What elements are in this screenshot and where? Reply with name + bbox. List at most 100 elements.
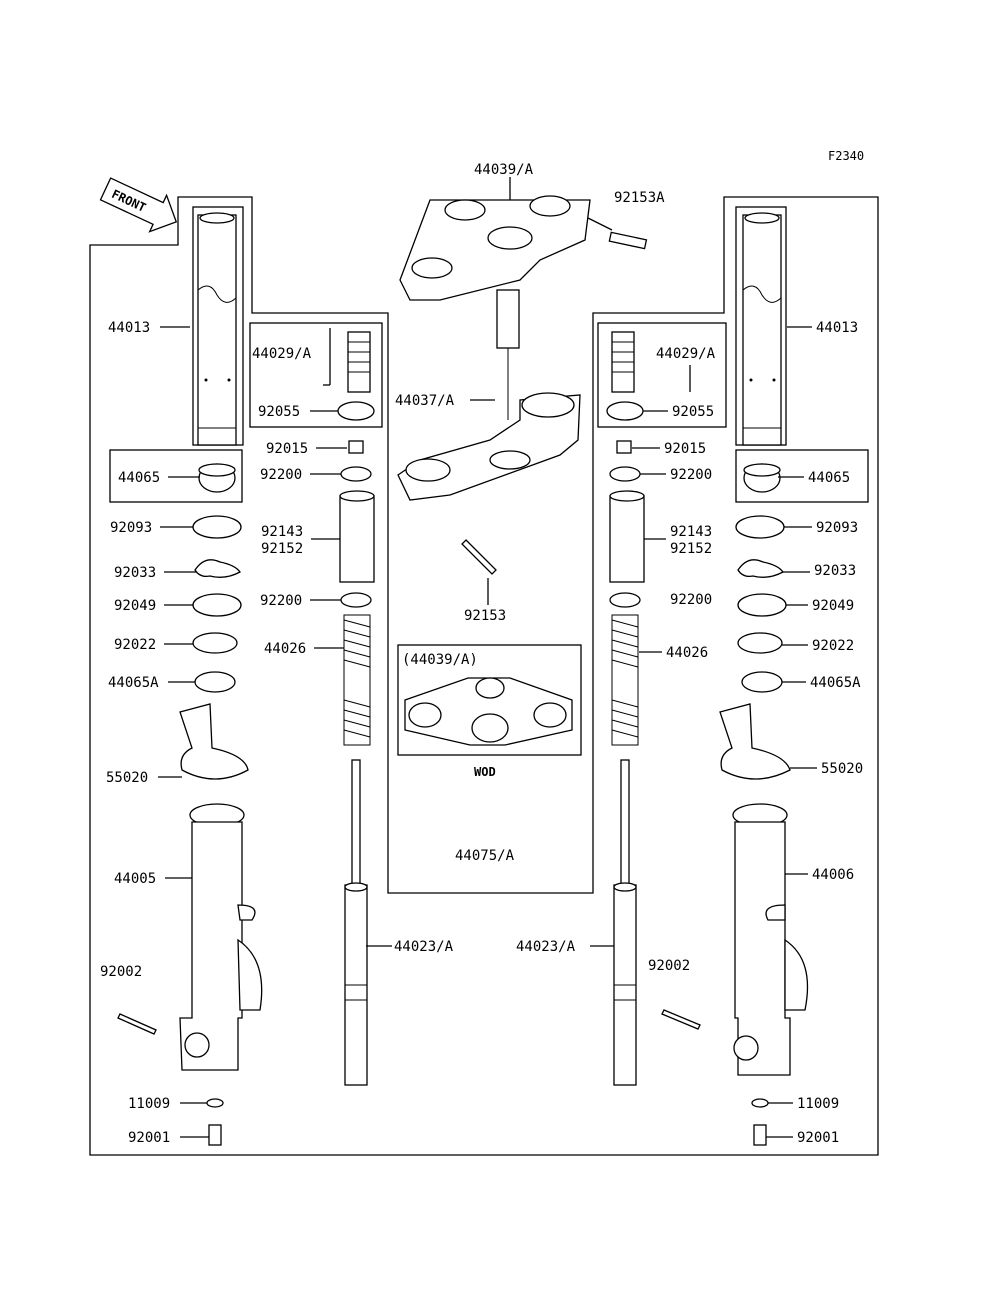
- label-left-92200b: 92200: [260, 593, 302, 609]
- left-washer-92049: [192, 593, 242, 617]
- front-arrow-icon: FRONT: [99, 177, 178, 233]
- left-clip-92033: [194, 559, 241, 578]
- left-cap-bolt: [347, 331, 371, 393]
- left-outer-tube: [179, 803, 263, 1071]
- label-right-92001: 92001: [797, 1130, 839, 1146]
- right-washer-92200b: [609, 592, 641, 608]
- label-44037: 44037/A: [395, 393, 455, 409]
- label-right-92055: 92055: [672, 404, 714, 420]
- left-washer-92200b: [340, 592, 372, 608]
- label-left-92015: 92015: [266, 441, 308, 457]
- label-right-44065: 44065: [808, 470, 850, 486]
- label-right-92022: 92022: [812, 638, 854, 654]
- right-inner-tube: [742, 212, 782, 446]
- right-nut-92015: [616, 440, 632, 454]
- left-washer-92200a: [340, 466, 372, 482]
- outer-frame: [89, 196, 879, 1156]
- right-bolt-92001: [753, 1124, 767, 1146]
- label-92153: 92153: [464, 608, 506, 624]
- leader-lines: [158, 177, 817, 1138]
- label-right-92200b: 92200: [670, 592, 712, 608]
- inset-caption: WOD: [474, 765, 496, 779]
- left-bolt-92002: [117, 1013, 157, 1035]
- left-44029-box: [249, 322, 383, 428]
- label-right-11009: 11009: [797, 1096, 839, 1112]
- label-left-44026: 44026: [264, 641, 306, 657]
- label-right-44023: 44023/A: [516, 939, 576, 955]
- label-right-44029: 44029/A: [656, 346, 716, 362]
- left-seal-92093: [192, 515, 242, 539]
- label-left-92002: 92002: [100, 964, 142, 980]
- left-ring-92022: [192, 632, 238, 654]
- right-damper-rod: [613, 759, 637, 1086]
- inset-title: (44039/A): [402, 652, 478, 668]
- label-left-92093: 92093: [110, 520, 152, 536]
- left-inner-tube: [197, 212, 237, 446]
- right-seal-92093: [735, 515, 785, 539]
- right-outer-tube: [732, 803, 809, 1076]
- label-left-92049: 92049: [114, 598, 156, 614]
- left-collar-92143: [339, 490, 375, 583]
- right-spring-44026: [611, 614, 639, 746]
- right-guard-55020: [719, 703, 791, 780]
- left-oring-92055: [337, 401, 375, 421]
- label-44075: 44075/A: [455, 848, 515, 864]
- left-guard-55020: [179, 703, 249, 780]
- left-bush-44065: [198, 463, 236, 493]
- right-44065-box: [735, 449, 869, 503]
- label-right-44026: 44026: [666, 645, 708, 661]
- right-ring-92022: [737, 632, 783, 654]
- label-right-92049: 92049: [812, 598, 854, 614]
- label-right-92200a: 92200: [670, 467, 712, 483]
- right-washer-92200a: [609, 466, 641, 482]
- right-collar-92143: [609, 490, 645, 583]
- label-right-44006: 44006: [812, 867, 854, 883]
- bolt-92153A: [608, 231, 648, 250]
- right-44029-box: [597, 322, 727, 428]
- right-bush-44065: [743, 463, 781, 493]
- right-clip-92033: [737, 559, 784, 578]
- right-washer-92049: [737, 593, 787, 617]
- label-right-44065A: 44065A: [810, 675, 861, 691]
- label-right-44013: 44013: [816, 320, 858, 336]
- label-right-92033: 92033: [814, 563, 856, 579]
- label-left-44065: 44065: [118, 470, 160, 486]
- label-right-55020: 55020: [821, 761, 863, 777]
- left-bush-44065A: [194, 671, 236, 693]
- right-bush-44065A: [741, 671, 783, 693]
- left-damper-rod: [344, 759, 368, 1086]
- label-left-92022: 92022: [114, 637, 156, 653]
- left-bolt-92001: [208, 1124, 222, 1146]
- label-right-92143: 92143: [670, 524, 712, 540]
- label-92153A: 92153A: [614, 190, 665, 206]
- left-nut-92015: [348, 440, 364, 454]
- label-right-92093: 92093: [816, 520, 858, 536]
- inset-bracket-drawing: [404, 677, 573, 746]
- left-washer-11009: [206, 1098, 224, 1108]
- stem-bracket-44037: [397, 289, 581, 501]
- right-bolt-92002: [661, 1009, 701, 1030]
- label-right-92015: 92015: [664, 441, 706, 457]
- label-right-92152: 92152: [670, 541, 712, 557]
- left-spring-44026: [343, 614, 371, 746]
- diagram-code: F2340: [828, 149, 864, 163]
- right-oring-92055: [606, 401, 644, 421]
- label-left-92055: 92055: [258, 404, 300, 420]
- left-44065-box: [109, 449, 243, 503]
- label-left-44005: 44005: [114, 871, 156, 887]
- bolt-92153: [461, 539, 497, 575]
- label-left-44029: 44029/A: [252, 346, 312, 362]
- label-left-92152: 92152: [261, 541, 303, 557]
- label-left-92001: 92001: [128, 1130, 170, 1146]
- label-right-92002: 92002: [648, 958, 690, 974]
- label-left-92033: 92033: [114, 565, 156, 581]
- upper-bracket-44039: [399, 195, 591, 301]
- label-44039: 44039/A: [474, 162, 534, 178]
- label-left-55020: 55020: [106, 770, 148, 786]
- label-left-92143: 92143: [261, 524, 303, 540]
- label-left-11009: 11009: [128, 1096, 170, 1112]
- label-left-44013: 44013: [108, 320, 150, 336]
- right-cap-bolt: [611, 331, 635, 393]
- label-left-92200a: 92200: [260, 467, 302, 483]
